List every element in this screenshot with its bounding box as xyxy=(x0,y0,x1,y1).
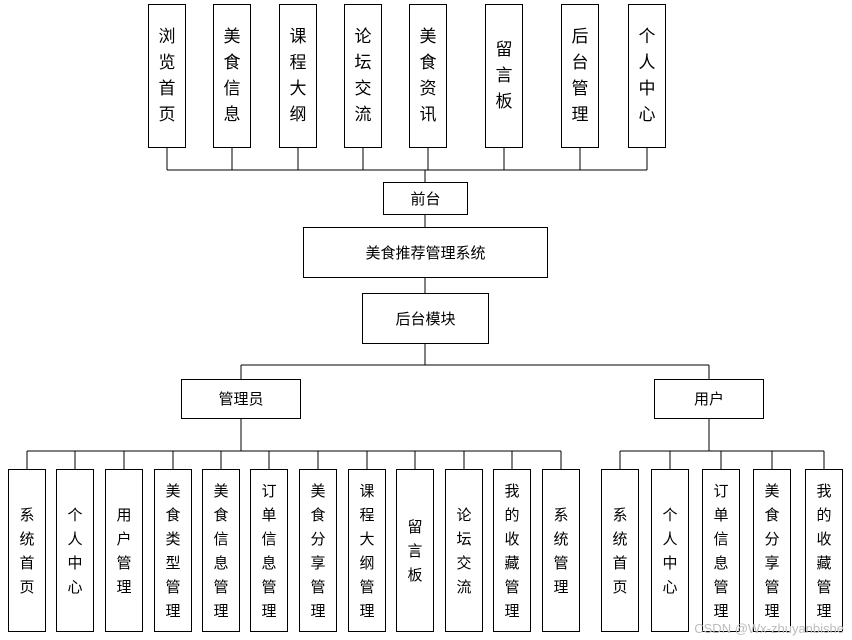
user-module: 系统首页 xyxy=(601,469,639,632)
admin-module: 用户管理 xyxy=(105,469,143,632)
admin-module: 美食信息管理 xyxy=(202,469,240,632)
role-user: 用户 xyxy=(654,379,764,419)
module-label: 后台管理 xyxy=(571,27,589,125)
user-module: 我的收藏管理 xyxy=(805,469,843,632)
admin-module: 美食类型管理 xyxy=(154,469,192,632)
module-label: 订单信息管理 xyxy=(713,481,729,620)
module-label: 美食信息管理 xyxy=(213,481,229,620)
admin-module: 系统首页 xyxy=(8,469,46,632)
front-node: 前台 xyxy=(383,182,468,215)
module-label: 系统首页 xyxy=(612,505,628,596)
user-module: 个人中心 xyxy=(651,469,689,632)
admin-module: 个人中心 xyxy=(56,469,94,632)
module-course-outline: 课程大纲 xyxy=(279,4,317,148)
module-personal-center: 个人中心 xyxy=(628,4,666,148)
module-label: 浏览首页 xyxy=(158,27,176,125)
front-label: 前台 xyxy=(410,189,441,208)
module-label: 课程大纲管理 xyxy=(359,481,375,620)
module-food-info: 美食信息 xyxy=(213,4,251,148)
module-label: 系统管理 xyxy=(553,505,569,596)
system-node: 美食推荐管理系统 xyxy=(303,227,548,278)
module-label: 美食分享管理 xyxy=(310,481,326,620)
role-admin: 管理员 xyxy=(181,379,301,419)
module-message-board: 留言板 xyxy=(485,4,523,148)
role-admin-label: 管理员 xyxy=(218,390,264,408)
module-label: 我的收藏管理 xyxy=(816,481,832,620)
module-label: 美食分享管理 xyxy=(764,481,780,620)
module-label: 课程大纲 xyxy=(289,27,307,125)
watermark: CSDN @Wx-zhuyanbishe xyxy=(694,621,844,636)
module-label: 系统首页 xyxy=(19,505,35,596)
module-label: 个人中心 xyxy=(662,505,678,596)
role-user-label: 用户 xyxy=(693,390,724,408)
module-browse-home: 浏览首页 xyxy=(148,4,186,148)
admin-module: 论坛交流 xyxy=(445,469,483,632)
module-label: 用户管理 xyxy=(116,505,132,596)
module-backend-admin: 后台管理 xyxy=(561,4,599,148)
module-label: 留言板 xyxy=(495,40,513,112)
user-module: 美食分享管理 xyxy=(753,469,791,632)
admin-module: 美食分享管理 xyxy=(299,469,337,632)
admin-module: 系统管理 xyxy=(542,469,580,632)
admin-module: 我的收藏管理 xyxy=(493,469,531,632)
module-label: 论坛交流 xyxy=(456,505,472,596)
module-label: 我的收藏管理 xyxy=(504,481,520,620)
system-label: 美食推荐管理系统 xyxy=(365,243,486,262)
module-food-news: 美食资讯 xyxy=(409,4,447,148)
module-forum: 论坛交流 xyxy=(344,4,382,148)
module-label: 美食资讯 xyxy=(419,27,437,125)
module-label: 个人中心 xyxy=(638,27,656,125)
module-label: 论坛交流 xyxy=(354,27,372,125)
admin-module: 课程大纲管理 xyxy=(348,469,386,632)
module-label: 留言板 xyxy=(407,517,423,584)
module-label: 美食信息 xyxy=(223,27,241,125)
user-module: 订单信息管理 xyxy=(702,469,740,632)
backend-node: 后台模块 xyxy=(362,293,489,344)
module-label: 美食类型管理 xyxy=(165,481,181,620)
admin-module: 留言板 xyxy=(396,469,434,632)
backend-label: 后台模块 xyxy=(395,309,456,328)
module-label: 订单信息管理 xyxy=(261,481,277,620)
module-label: 个人中心 xyxy=(67,505,83,596)
admin-module: 订单信息管理 xyxy=(250,469,288,632)
